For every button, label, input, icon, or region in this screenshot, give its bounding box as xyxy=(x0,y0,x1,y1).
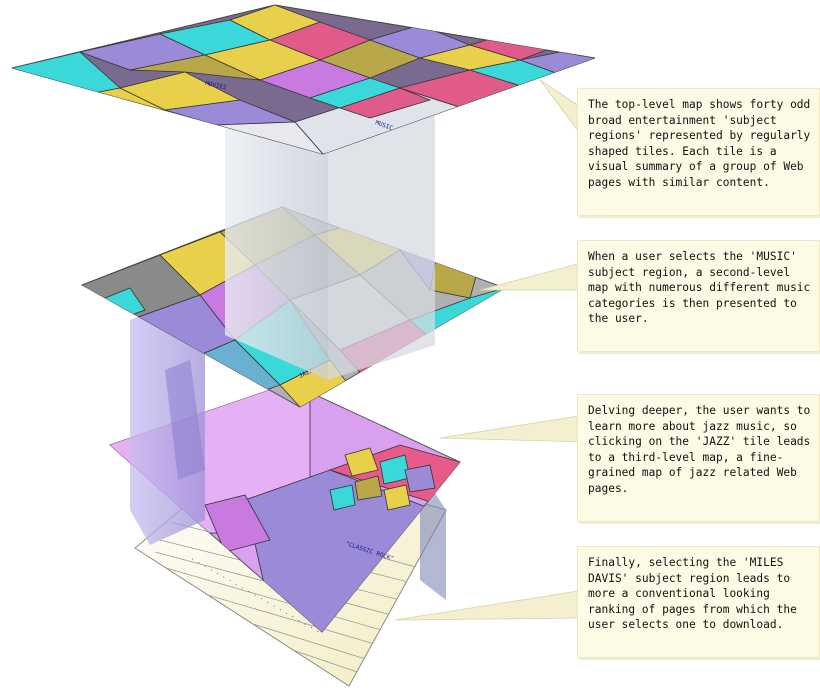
callout-jazz-map: Delving deeper, the user wants to learn … xyxy=(577,394,820,522)
pointer-3 xyxy=(440,415,585,442)
callout-miles-davis-ranking: Finally, selecting the 'MILES DAVIS' sub… xyxy=(577,546,820,658)
callout-top-level-map: The top-level map shows forty odd broad … xyxy=(577,88,820,216)
shaft-top-l2-right xyxy=(328,115,435,380)
pointer-2 xyxy=(480,262,585,290)
pointer-4 xyxy=(395,590,585,620)
callout-music-map: When a user selects the 'MUSIC' subject … xyxy=(577,240,820,352)
level1-entertainment-map: MUSIC MOVIES xyxy=(12,5,595,160)
